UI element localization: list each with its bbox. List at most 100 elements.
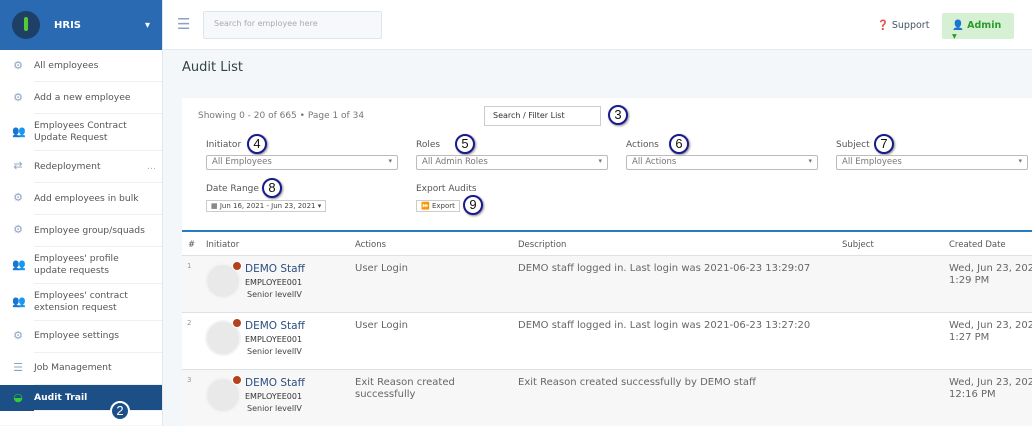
gear-icon: ⚙	[13, 90, 23, 104]
status-badge-icon	[232, 318, 242, 328]
date-range-picker[interactable]: ▦ Jun 16, 2021 - Jun 23, 2021 ▾	[206, 200, 327, 212]
sidebar-item-all-employees[interactable]: ⚙All employees	[0, 50, 162, 82]
initiator-name-link[interactable]: DEMO Staff	[245, 263, 305, 275]
admin-menu-button[interactable]: 👤 Admin ▾	[942, 13, 1014, 42]
menu-icon[interactable]: ☰	[177, 15, 191, 33]
dashboard-icon: ◒	[13, 390, 23, 404]
employee-level: Senior levelIV	[247, 347, 302, 356]
user-icon: 👤	[952, 20, 964, 31]
export-button-label: Export	[431, 202, 455, 210]
actions-select[interactable]: All Actions	[626, 155, 818, 170]
sidebar-item-label: Employee group/squads	[34, 224, 145, 236]
action-cell: User Login	[355, 263, 408, 274]
sidebar-item-label: Employees Contract Update Request	[34, 120, 127, 144]
logo	[12, 11, 40, 39]
roles-label: Roles	[416, 140, 441, 150]
topbar: ☰ Search for employee here ❓ Support 👤 A…	[163, 0, 1032, 50]
annotation-2: 2	[110, 401, 130, 421]
search-filter-label: Search / Filter List	[493, 111, 565, 120]
sidebar-item-employees-profile-update-requests[interactable]: 👥Employees' profile update requests	[0, 247, 162, 284]
description-cell: DEMO staff logged in. Last login was 202…	[518, 320, 811, 331]
fast-forward-icon: ⏩	[421, 202, 430, 210]
brand-header[interactable]: HRIS ▾	[0, 0, 162, 50]
action-cell: User Login	[355, 320, 408, 331]
initiator-name-link[interactable]: DEMO Staff	[245, 377, 305, 389]
sidebar-item-label: Redeployment	[34, 160, 101, 172]
sidebar-item-label: Job Management	[34, 362, 112, 374]
annotation-6: 6	[669, 134, 689, 154]
more-icon[interactable]: …	[146, 160, 156, 172]
row-number: 3	[187, 376, 192, 384]
row-number: 2	[187, 319, 192, 327]
created-date: Wed, Jun 23, 2021	[949, 377, 1032, 388]
description-cell: Exit Reason created successfully by DEMO…	[518, 377, 756, 388]
pagination-info: Showing 0 - 20 of 665 • Page 1 of 34	[198, 111, 365, 121]
sidebar-item-employee-settings[interactable]: ⚙Employee settings	[0, 321, 162, 353]
support-link[interactable]: ❓ Support	[877, 20, 929, 31]
help-icon: ❓	[877, 20, 889, 31]
export-button[interactable]: ⏩ Export	[416, 200, 460, 212]
search-input[interactable]: Search for employee here	[203, 11, 382, 39]
initiator-select[interactable]: All Employees	[206, 155, 398, 170]
exchange-icon: ⇄	[13, 159, 23, 173]
caret-icon[interactable]: ▾	[144, 19, 150, 31]
employee-id: EMPLOYEE001	[245, 278, 303, 287]
row-number: 1	[187, 262, 192, 270]
roles-select[interactable]: All Admin Roles	[416, 155, 608, 170]
header-subject: Subject	[842, 240, 874, 250]
created-time: 1:29 PM	[949, 275, 990, 286]
employee-level: Senior levelIV	[247, 404, 302, 413]
employee-id: EMPLOYEE001	[245, 392, 303, 401]
actions-label: Actions	[626, 140, 659, 150]
sidebar-item-label: Audit Trail	[34, 391, 88, 403]
employee-level: Senior levelIV	[247, 290, 302, 299]
sidebar-item-redeployment[interactable]: ⇄ Redeployment …	[0, 151, 162, 183]
annotation-9: 9	[463, 195, 483, 215]
initiator-label: Initiator	[206, 140, 242, 150]
sidebar-item-employees-contract-extension-request[interactable]: 👥 Employees' contract extension request	[0, 284, 162, 321]
header-initiator: Initiator	[206, 240, 240, 250]
annotation-3: 3	[608, 105, 628, 125]
header-created-date: Created Date	[949, 240, 1006, 250]
sidebar-item-employee-group-squads[interactable]: ⚙Employee group/squads	[0, 215, 162, 247]
sidebar-item-label: Add employees in bulk	[34, 192, 139, 204]
employee-id: EMPLOYEE001	[245, 335, 303, 344]
sidebar-item-audit-trail[interactable]: ◒ Audit Trail	[0, 384, 162, 412]
created-date: Wed, Jun 23, 2021	[949, 320, 1032, 331]
page-title: Audit List	[182, 60, 243, 75]
sidebar-item-add-employees-in-bulk[interactable]: ⚙Add employees in bulk	[0, 183, 162, 215]
admin-label: Admin	[967, 20, 1002, 31]
audit-card: Showing 0 - 20 of 665 • Page 1 of 34 Sea…	[182, 98, 1032, 426]
date-range-value: Jun 16, 2021 - Jun 23, 2021	[219, 202, 316, 210]
gear-icon: ⚙	[13, 58, 23, 72]
export-label: Export Audits	[416, 184, 477, 194]
annotation-4: 4	[247, 134, 267, 154]
subject-select[interactable]: All Employees	[836, 155, 1028, 170]
sidebar-item-label: Employees' profile update requests	[34, 252, 119, 277]
sidebar-item-employees-contract-update-request[interactable]: 👥Employees Contract Update Request	[0, 114, 162, 151]
sidebar-item-label: Employees' contract extension request	[34, 289, 128, 314]
list-icon: ☰	[13, 361, 23, 375]
subject-label: Subject	[836, 140, 870, 150]
sidebar-item-add-a-new-employee[interactable]: ⚙ Add a new employee	[0, 82, 162, 114]
date-range-label: Date Range	[206, 184, 259, 194]
created-time: 12:16 PM	[949, 389, 996, 400]
audit-table: # Initiator Actions Description Subject …	[182, 230, 1032, 426]
support-label: Support	[891, 20, 930, 31]
initiator-name-link[interactable]: DEMO Staff	[245, 320, 305, 332]
action-cell: Exit Reason created successfully	[355, 377, 455, 400]
search-filter-button[interactable]: Search / Filter List	[484, 106, 601, 126]
table-row: 2 DEMO Staff EMPLOYEE001 Senior levelIV …	[182, 312, 1032, 369]
status-badge-icon	[232, 261, 242, 271]
table-row: 3 DEMO Staff EMPLOYEE001 Senior levelIV …	[182, 369, 1032, 426]
sidebar-item-label: Add a new employee	[34, 91, 131, 103]
users-icon: 👥	[12, 294, 26, 308]
annotation-5: 5	[455, 134, 475, 154]
sidebar-item-job-management[interactable]: ☰ Job Management	[0, 353, 162, 385]
table-row: 1 DEMO Staff EMPLOYEE001 Senior levelIV …	[182, 255, 1032, 312]
header-description: Description	[518, 240, 567, 250]
created-date: Wed, Jun 23, 2021	[949, 263, 1032, 274]
